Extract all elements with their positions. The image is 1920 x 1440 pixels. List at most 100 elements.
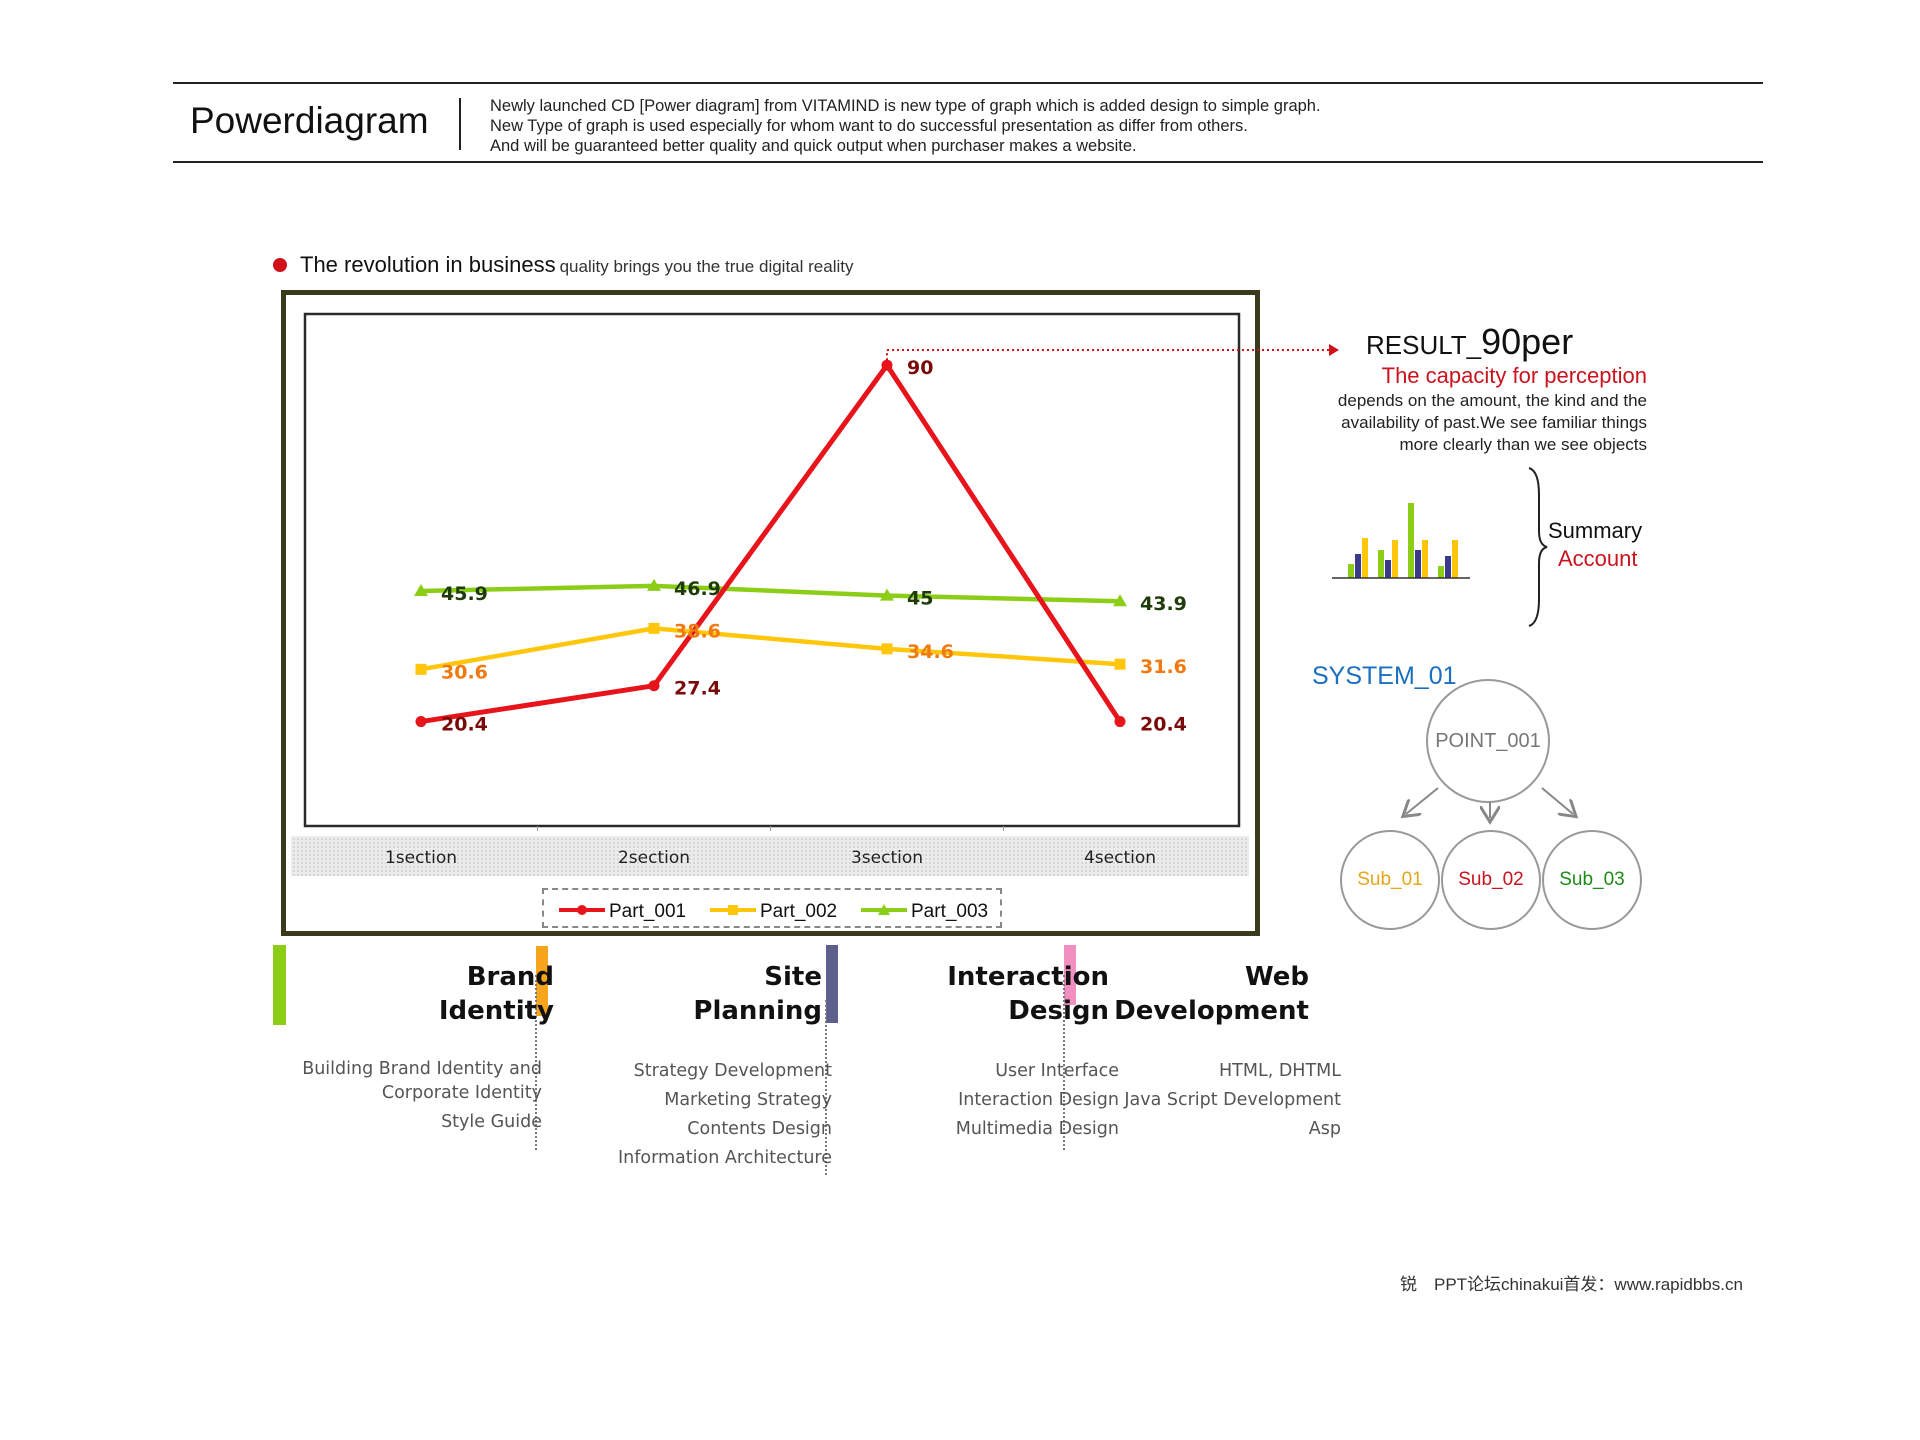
tree-arrows — [1380, 787, 1600, 840]
data-label: 90 — [907, 357, 933, 379]
list-item: Marketing Strategy — [664, 1090, 832, 1110]
mini-bar — [1445, 556, 1451, 578]
series-line-Part_001 — [420, 362, 1123, 725]
title-line: Web — [1245, 962, 1309, 992]
data-label: 20.4 — [1140, 714, 1187, 736]
mini-bar — [1415, 550, 1421, 578]
category-items-interaction: User Interface Interaction Design Multim… — [956, 1057, 1119, 1144]
category-title-site: Site Planning — [693, 960, 822, 1028]
data-point — [881, 359, 893, 371]
data-label: 27.4 — [674, 678, 721, 700]
mini-bar — [1392, 540, 1398, 578]
footer-text: 锐 PPT论坛chinakui首发：www.rapidbbs.cn — [1400, 1275, 1743, 1294]
legend-marker — [728, 905, 738, 915]
interaction-dotted-line — [1063, 975, 1065, 1150]
x-tick-label: 1section — [385, 848, 457, 868]
mini-bar — [1348, 564, 1354, 578]
list-item: Java Script Development — [1124, 1090, 1341, 1110]
line-chart: 1section 2section 3section 4section 20.4 27.4… — [291, 312, 1339, 922]
summary-label: Summary — [1548, 518, 1643, 543]
brand-accent-bar — [536, 946, 548, 1016]
result-title: RESULT_90per — [1366, 321, 1573, 363]
category-items-web: HTML, DHTML Java Script Development Asp — [1124, 1057, 1341, 1144]
interaction-accent-bar — [1064, 945, 1076, 1005]
result-body: depends on the amount, the kind and the … — [1200, 390, 1647, 456]
data-label: 20.4 — [441, 714, 488, 736]
list-item: Information Architecture — [618, 1148, 832, 1168]
legend-label: Part_002 — [760, 901, 837, 922]
title-line: Development — [1114, 996, 1309, 1026]
title-line: Design — [1008, 996, 1109, 1026]
list-item: User Interface — [995, 1061, 1119, 1081]
mini-bar — [1385, 560, 1391, 578]
legend-marker — [577, 905, 587, 915]
data-label: 38.6 — [674, 620, 721, 642]
result-subtitle: The capacity for perception — [1381, 363, 1647, 388]
mini-bar-chart-icon — [1332, 503, 1470, 579]
arrow-head-icon — [1329, 344, 1339, 356]
heading-sub: quality brings you the true digital real… — [559, 257, 854, 276]
legend-label: Part_001 — [609, 901, 686, 922]
data-label: 34.6 — [907, 641, 954, 663]
site-accent-bar — [826, 945, 838, 1023]
list-item: Interaction Design — [958, 1090, 1119, 1110]
title-line: Site — [764, 962, 822, 992]
result-prefix: RESULT_ — [1366, 330, 1482, 360]
x-tick-label: 3section — [851, 848, 923, 868]
data-point — [881, 643, 893, 655]
category-items-site: Strategy Development Marketing Strategy … — [618, 1057, 832, 1173]
left-accent-bar — [273, 945, 286, 1025]
data-point — [414, 583, 428, 596]
list-item: Multimedia Design — [955, 1119, 1119, 1139]
series-line-Part_002 — [420, 626, 1121, 672]
list-item: Corporate Identity — [381, 1083, 542, 1103]
mini-bar — [1452, 540, 1458, 578]
data-point — [1113, 594, 1127, 607]
legend-label: Part_003 — [911, 901, 988, 922]
category-items-brand: Building Brand Identity and Corporate Id… — [302, 1057, 542, 1134]
intro-text: Newly launched CD [Power diagram] from V… — [490, 96, 1321, 156]
category-band — [291, 836, 1249, 876]
result-body-line: availability of past.We see familiar thi… — [1341, 413, 1647, 432]
list-item: HTML, DHTML — [1219, 1061, 1341, 1081]
result-value: 90per — [1481, 321, 1574, 362]
arrow-left-icon — [1406, 787, 1439, 814]
data-point — [880, 588, 894, 601]
title-separator — [459, 98, 461, 150]
data-point — [647, 578, 661, 591]
legend-box — [542, 888, 1002, 928]
sub-node-3: Sub_03 — [1542, 830, 1642, 930]
category-title-web: Web Development — [1114, 960, 1309, 1028]
brace-icon — [1528, 467, 1548, 627]
intro-line: New Type of graph is used especially for… — [490, 117, 1248, 135]
list-item: Contents Design — [687, 1119, 832, 1139]
x-tick-label: 4section — [1084, 848, 1156, 868]
brand-dotted-line — [535, 975, 537, 1150]
series-line-Part_003 — [420, 583, 1121, 604]
list-item: Building Brand Identity and — [302, 1059, 542, 1079]
list-item: Style Guide — [441, 1112, 542, 1132]
x-tick-label: 2section — [618, 848, 690, 868]
result-body-line: depends on the amount, the kind and the — [1337, 391, 1647, 410]
title-line: Brand — [466, 962, 554, 992]
mini-bar — [1422, 540, 1428, 578]
plot-area — [303, 312, 1241, 828]
data-label: 31.6 — [1140, 656, 1187, 678]
data-label: 45 — [907, 588, 933, 610]
data-point — [415, 663, 427, 675]
system-label: SYSTEM_01 — [1312, 662, 1457, 690]
mini-bar — [1355, 554, 1361, 578]
sub-node-2: Sub_02 — [1441, 830, 1541, 930]
result-body-line: more clearly than we see objects — [1399, 435, 1647, 454]
point-node: POINT_001 — [1426, 679, 1550, 803]
mini-bar — [1362, 538, 1368, 578]
data-point — [648, 680, 660, 692]
account-label: Account — [1558, 546, 1638, 571]
arrow-right-icon — [1541, 787, 1573, 814]
page-title: Powerdiagram — [190, 100, 429, 141]
title-line: Interaction — [947, 962, 1109, 992]
site-dotted-line — [825, 1000, 827, 1175]
legend-marker — [878, 904, 890, 915]
data-point — [648, 622, 660, 634]
